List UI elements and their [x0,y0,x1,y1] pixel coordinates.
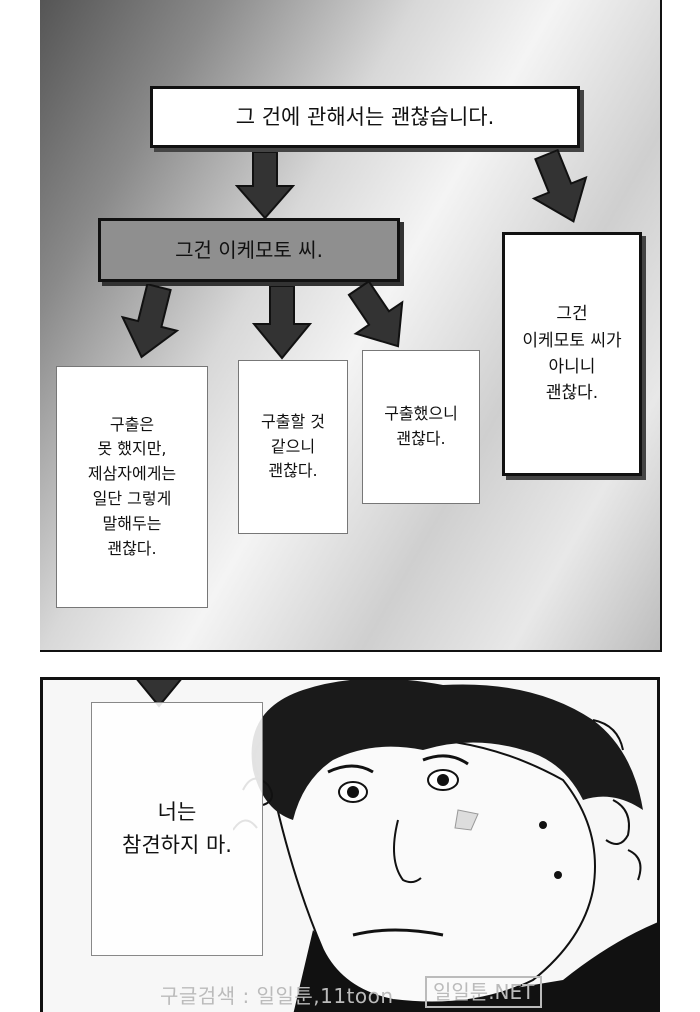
flow-leaf-3: 구출했으니 괜찮다. [362,350,480,504]
down-arrow-icon [235,152,295,220]
down-arrow-icon [120,284,180,359]
flow-top-text: 그 건에 관해서는 괜찮습니다. [235,104,495,129]
down-arrow-icon [347,280,404,348]
down-arrow-icon [531,148,588,223]
flow-middle-text: 그건 이케모토 씨. [175,237,323,262]
watermark-site: 일일툰.NET [425,976,543,1008]
watermark-search: 구글검색 : 일일툰,11toon [160,984,394,1008]
character-face [233,680,657,1012]
flow-leaf-1-text: 구출은 못 했지만, 제삼자에게는 일단 그렇게 말해두는 괜찮다. [87,414,177,558]
bottom-panel: 너는 참견하지 마. [40,677,660,1012]
flow-leaf-3-text: 구출했으니 괜찮다. [384,404,458,448]
flow-middle-box: 그건 이케모토 씨. [98,218,400,282]
flow-right-box: 그건 이케모토 씨가 아니니 괜찮다. [502,232,642,476]
top-panel: 그 건에 관해서는 괜찮습니다. 그건 이케모토 씨. 그건 이케모토 씨가 아… [40,0,662,652]
flow-bottom-box: 너는 참견하지 마. [91,702,263,956]
flow-leaf-2-text: 구출할 것 같으니 괜찮다. [261,411,325,481]
flow-bottom-text: 너는 참견하지 마. [122,800,232,857]
flow-right-text: 그건 이케모토 씨가 아니니 괜찮다. [522,304,622,404]
flow-top-box: 그 건에 관해서는 괜찮습니다. [150,86,580,148]
down-arrow-icon [136,680,182,708]
down-arrow-icon [252,286,312,360]
flow-leaf-1: 구출은 못 했지만, 제삼자에게는 일단 그렇게 말해두는 괜찮다. [56,366,208,608]
flow-leaf-2: 구출할 것 같으니 괜찮다. [238,360,348,534]
